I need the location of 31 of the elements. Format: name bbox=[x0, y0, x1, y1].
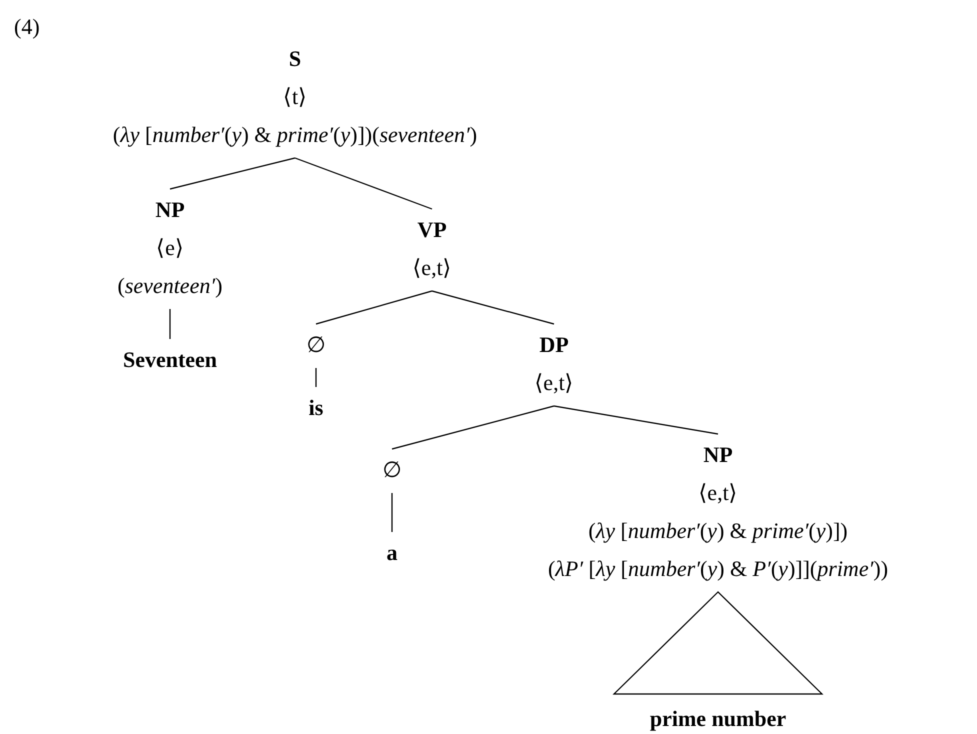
leaf-word: a bbox=[386, 539, 398, 567]
tree-branch bbox=[169, 309, 171, 339]
tree-branch bbox=[315, 368, 317, 387]
empty-element-symbol: ∅ bbox=[306, 331, 326, 359]
semantic-type: ⟨e,t⟩ bbox=[698, 479, 738, 507]
leaf-word: is bbox=[308, 394, 324, 422]
example-number: (4) bbox=[14, 13, 40, 41]
leaf-word: Seventeen bbox=[122, 346, 218, 374]
tree-branch bbox=[170, 157, 296, 190]
empty-element-symbol: ∅ bbox=[382, 456, 402, 484]
semantic-formula: (λy [number′(y) & prime′(y)]) bbox=[588, 517, 848, 545]
triangle-roof bbox=[612, 591, 824, 695]
semantic-type: ⟨e,t⟩ bbox=[534, 369, 574, 397]
semantic-type: ⟨e,t⟩ bbox=[412, 254, 452, 282]
category-label: S bbox=[288, 45, 302, 73]
category-label: NP bbox=[703, 441, 733, 469]
semantic-formula: (λy [number′(y) & prime′(y)])(seventeen′) bbox=[112, 121, 478, 149]
tree-branch bbox=[432, 290, 554, 325]
semantic-type: ⟨t⟩ bbox=[282, 83, 308, 111]
tree-branch bbox=[294, 157, 432, 210]
semantic-formula: (λP′ [λy [number′(y) & P′(y)]](prime′)) bbox=[548, 555, 888, 583]
category-label: VP bbox=[417, 216, 447, 244]
tree-branch bbox=[554, 405, 718, 435]
tree-branch bbox=[316, 290, 432, 325]
tree-branch bbox=[392, 405, 554, 450]
category-label: DP bbox=[539, 331, 569, 359]
semantic-type: ⟨e⟩ bbox=[156, 234, 184, 262]
tree-branch bbox=[391, 493, 393, 532]
category-label: NP bbox=[155, 196, 185, 224]
semantic-formula: (seventeen′) bbox=[118, 272, 222, 300]
leaf-word: prime number bbox=[650, 705, 786, 733]
